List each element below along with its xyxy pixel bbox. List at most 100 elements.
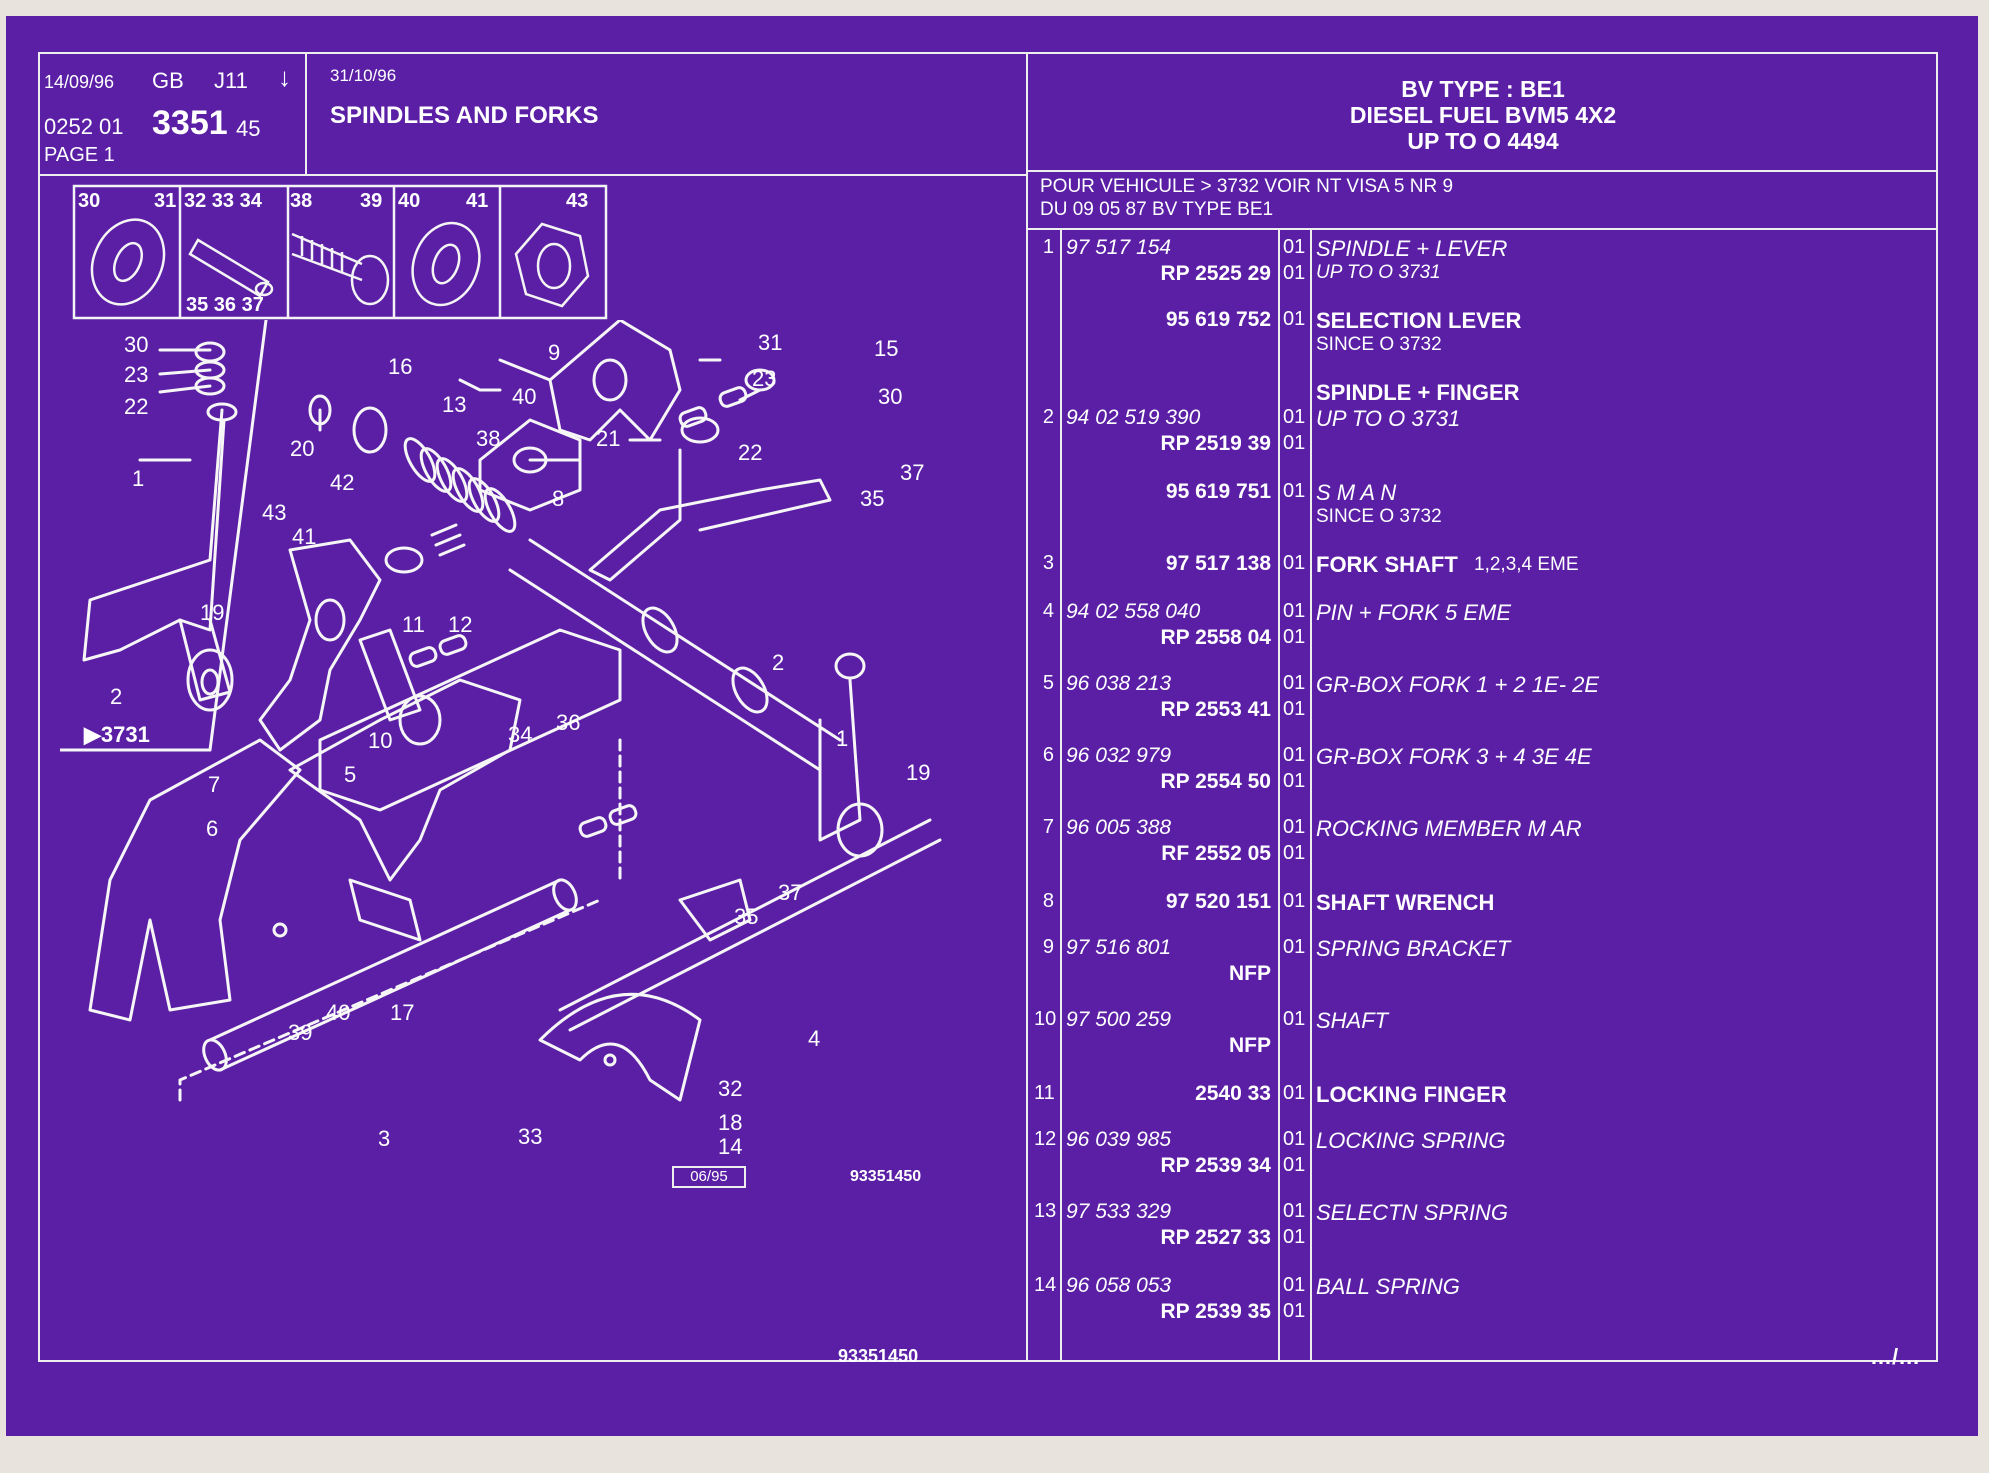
part-description: FORK SHAFT [1316, 552, 1458, 577]
callout-label: 40 [326, 1000, 351, 1025]
part-qty-rp: 01 [1283, 1154, 1306, 1176]
callout-label: 4 [808, 1026, 821, 1051]
callout-label: 39 [288, 1020, 313, 1045]
part-qty: 01 [1283, 1082, 1306, 1104]
part-number-index: 2 [1042, 406, 1054, 428]
part-number-index: 3 [1042, 552, 1054, 574]
part-description-note: SINCE O 3732 [1316, 334, 1442, 355]
part-number-index: 6 [1042, 744, 1054, 766]
part-ref: 97 520 151 [1165, 890, 1271, 913]
washer-icon [90, 218, 166, 306]
callout-label: 14 [718, 1134, 743, 1159]
center-divider [1026, 52, 1028, 1362]
part-qty: 01 [1283, 1128, 1306, 1150]
inset-col-label: 41 [466, 190, 489, 212]
country-code: GB [152, 68, 184, 93]
part-rp-ref: RP 2525 29 [1160, 262, 1271, 285]
col-divider-pn [1278, 228, 1280, 1362]
callout-label: 17 [390, 1000, 415, 1025]
callout-label: 30 [124, 332, 149, 357]
inset-col-label: 40 [398, 190, 421, 212]
inset-col-label: 39 [360, 190, 383, 212]
part-ref: 95 619 752 [1165, 308, 1271, 331]
down-arrow-icon: ↓ [278, 62, 291, 92]
callout-label: 22 [124, 394, 149, 419]
part-qty: 01 [1283, 744, 1306, 766]
callout-label: 23 [752, 366, 777, 391]
part-description-note: UP TO O 3731 [1316, 262, 1441, 283]
header-divider-left [38, 174, 1028, 176]
figure-code: 93351450 [850, 1168, 922, 1185]
inset-ref: ▶3731 [84, 722, 150, 747]
part-ref: 97 516 801 [1066, 936, 1172, 959]
spindle-lever-part [82, 408, 226, 662]
part-number-index: 12 [1034, 1128, 1057, 1150]
inset-sub-label: 35 36 37 [186, 294, 264, 316]
part-rp-ref: NFP [1229, 962, 1271, 985]
part-qty: 01 [1283, 816, 1306, 838]
pin-fork-part [558, 818, 942, 1032]
page-title: SPINDLES AND FORKS [330, 102, 599, 129]
callout-label: 34 [508, 722, 533, 747]
part-rp-ref: RP 2558 04 [1160, 626, 1271, 649]
part-qty-rp: 01 [1283, 432, 1306, 454]
part-qty-rp: 01 [1283, 770, 1306, 792]
header-divider-right [1028, 170, 1938, 172]
part-description: GR-BOX FORK 3 + 4 3E 4E [1316, 744, 1592, 769]
selector-shaft-part [508, 538, 842, 772]
callout-label: 35 [860, 486, 885, 511]
part-number-index: 5 [1042, 672, 1054, 694]
callout-label: 30 [878, 384, 903, 409]
vehicle-note-2: DU 09 05 87 BV TYPE BE1 [1040, 199, 1274, 220]
part-description: S M A N [1316, 480, 1397, 505]
vehicle-divider [1028, 228, 1938, 230]
sheet-frame [38, 52, 1938, 1362]
part-qty: 01 [1283, 552, 1306, 574]
part-ref: 97 500 259 [1066, 1008, 1172, 1031]
part-qty: 01 [1283, 936, 1306, 958]
part-qty-rp: 01 [1283, 1300, 1306, 1322]
part-description: LOCKING FINGER [1316, 1082, 1507, 1107]
callout-label: 5 [344, 762, 357, 787]
part-ref: 2540 33 [1195, 1082, 1271, 1105]
part-description-note: SINCE O 3732 [1316, 506, 1442, 527]
bv-range: UP TO O 4494 [1407, 128, 1559, 154]
part-ref: 96 039 985 [1066, 1128, 1172, 1151]
rocking-member-part [258, 538, 382, 752]
part-ref: 96 058 053 [1066, 1274, 1172, 1297]
part-description: SHAFT [1316, 1008, 1389, 1033]
callout-label: 2 [772, 650, 785, 675]
callout-label: 42 [330, 470, 355, 495]
exploded-diagram [60, 320, 942, 1102]
part-qty: 01 [1283, 406, 1306, 428]
part-number-index: 4 [1042, 600, 1054, 622]
part-number-index: 8 [1042, 890, 1054, 912]
col-divider-qty [1310, 228, 1312, 1362]
inset-hardware [72, 184, 608, 320]
callout-label: 1 [132, 466, 145, 491]
part-qty: 01 [1283, 480, 1306, 502]
group-code: J11 [214, 68, 248, 93]
callout-label: 15 [874, 336, 899, 361]
callout-label: 7 [208, 772, 221, 797]
part-number-index: 11 [1034, 1082, 1055, 1104]
date-box: 06/95 [672, 1166, 746, 1188]
inset-col-label: 31 [154, 190, 177, 212]
fork-shaft-part [208, 878, 572, 1072]
callout-label: 19 [200, 600, 225, 625]
bv-type: BV TYPE : BE1 [1401, 76, 1565, 102]
part-ref: 94 02 558 040 [1066, 600, 1201, 623]
callout-label: 31 [758, 330, 783, 355]
part-qty: 01 [1283, 308, 1306, 330]
part-description: SPINDLE + LEVER [1316, 236, 1508, 261]
part-number-index: 14 [1034, 1274, 1057, 1296]
callout-label: 16 [388, 354, 413, 379]
callout-label: 20 [290, 436, 315, 461]
part-qty: 01 [1283, 672, 1306, 694]
callout-label: 23 [124, 362, 149, 387]
pin-icon [188, 238, 270, 298]
part-ref: 96 032 979 [1066, 744, 1172, 767]
callout-label: 32 [718, 1076, 743, 1101]
callout-label: 18 [718, 1110, 743, 1135]
part-ref: 96 005 388 [1066, 816, 1172, 839]
